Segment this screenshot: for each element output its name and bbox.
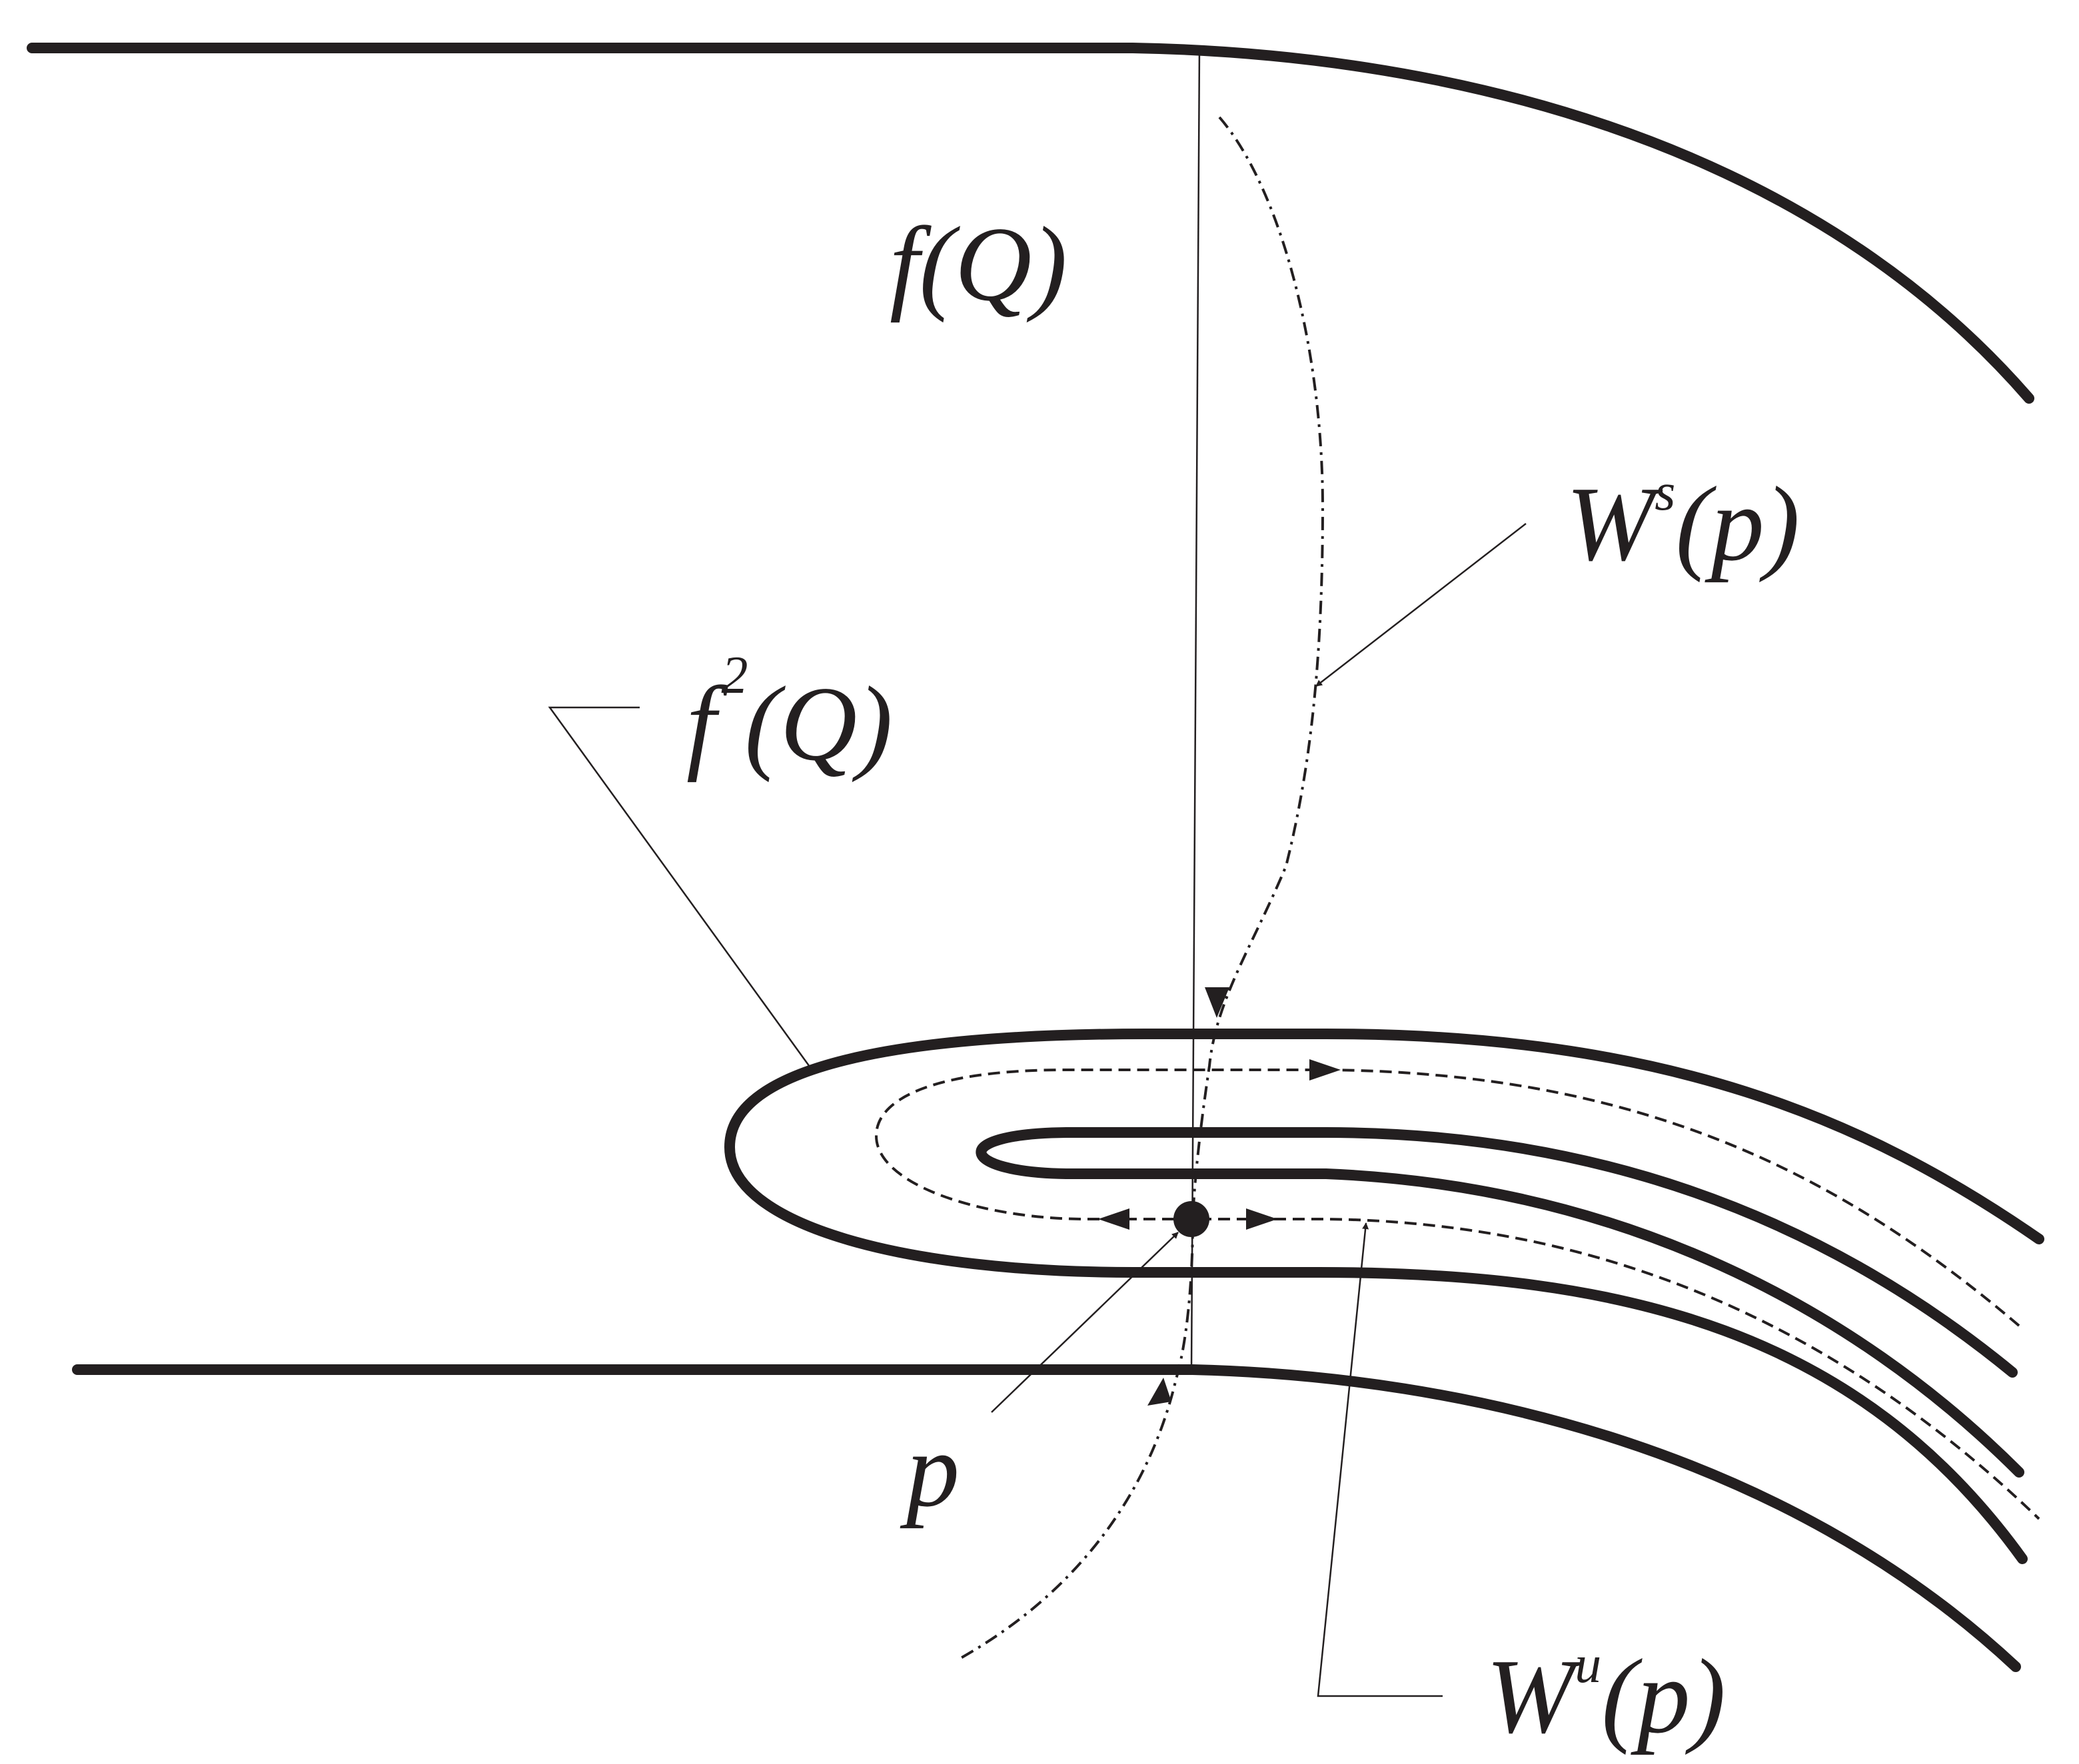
label-p: p: [900, 1410, 960, 1529]
f2Q-leader-line: [548, 706, 814, 1072]
f2Q-inner-boundary: [976, 1127, 2024, 1478]
stable-arrowhead-1: [1205, 987, 1229, 1018]
fixed-point-p: [1173, 1201, 1209, 1237]
unstable-manifold-curve: [874, 1069, 2040, 1520]
f2Q-outer-boundary: [724, 1029, 2044, 1564]
fQ-top-boundary: [27, 43, 2034, 404]
label-ws: Ws(p): [1566, 463, 1800, 583]
stable-manifold-curve: [959, 116, 1325, 1660]
unstable-arrowhead-left: [1098, 1208, 1129, 1230]
unstable-arrowhead-top: [1309, 1059, 1341, 1081]
p-leader-line: [991, 1232, 1179, 1413]
stable-arrowhead-2: [1147, 1378, 1171, 1406]
ws-leader-line: [1315, 523, 1527, 687]
label-wu: Wu(p): [1486, 1635, 1726, 1755]
unstable-arrowhead-right: [1246, 1208, 1277, 1230]
fQ-bottom-boundary: [72, 1364, 2021, 1672]
label-fQ: f(Q): [890, 205, 1067, 323]
vertical-divider-line: [1190, 47, 1201, 1370]
wu-leader-line: [1317, 1222, 1443, 1697]
